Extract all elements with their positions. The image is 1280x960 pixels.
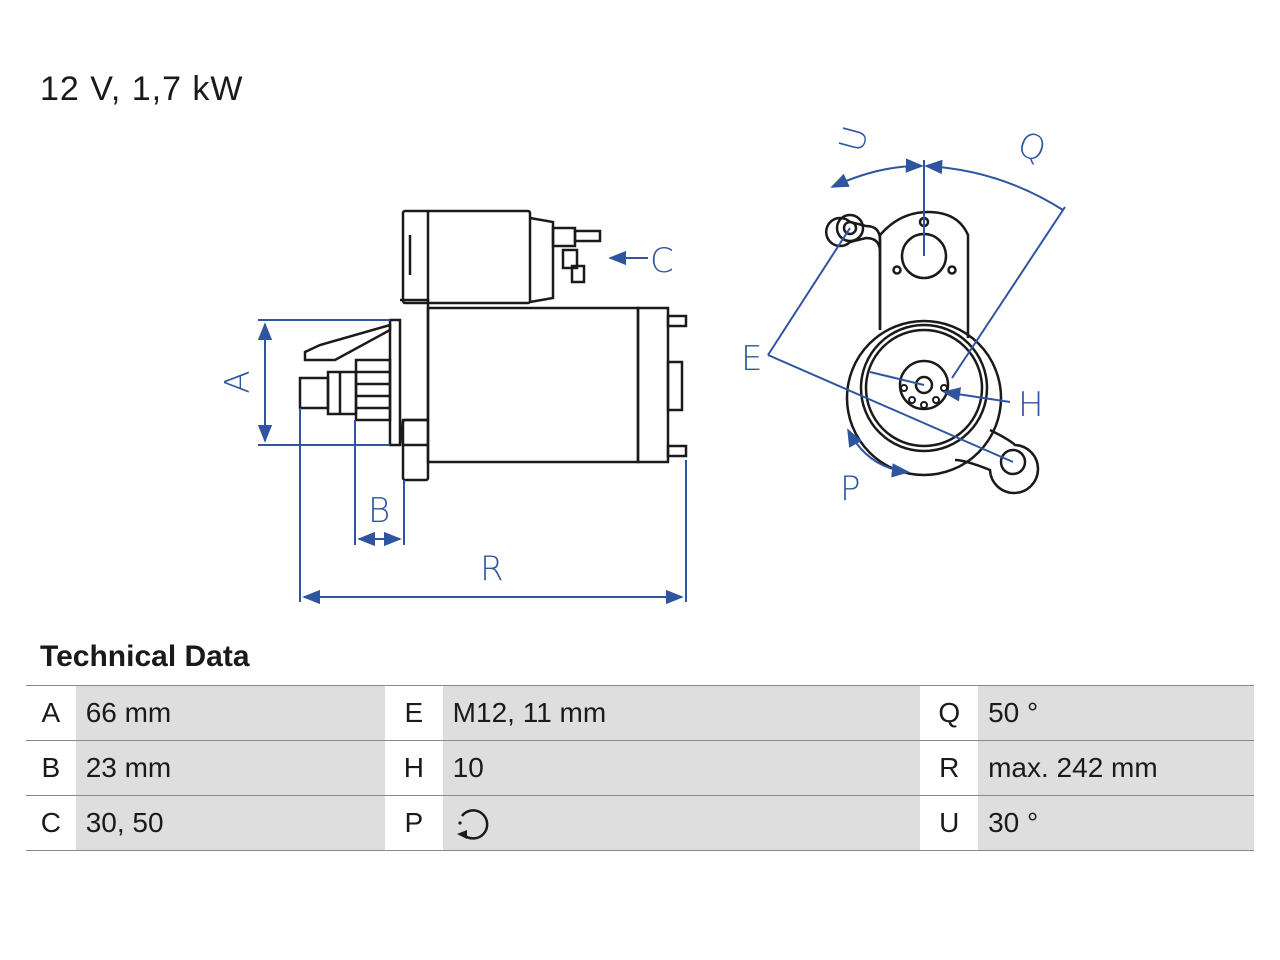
table-value: 50 °	[978, 685, 1254, 741]
table-key: E	[385, 685, 443, 741]
table-key: Q	[920, 685, 979, 741]
table-row: B 23 mm H 10 R max. 242 mm	[26, 740, 1254, 796]
table-row: C 30, 50 P U 30 °	[26, 795, 1254, 851]
section-title: Technical Data	[40, 640, 250, 673]
table-value: 10	[442, 740, 921, 796]
label-r: R	[480, 549, 504, 589]
front-view-dimensions	[767, 158, 1066, 478]
table-key: H	[385, 740, 443, 796]
side-view-dimensions	[257, 250, 687, 605]
label-u: U	[832, 122, 877, 156]
starter-side-view	[298, 209, 688, 482]
table-key: C	[26, 795, 76, 851]
label-c: C	[650, 241, 674, 281]
label-h: H	[1018, 385, 1044, 425]
table-key: P	[385, 795, 443, 851]
label-e: E	[741, 339, 762, 379]
label-a: A	[218, 370, 258, 393]
table-row: A 66 mm E M12, 11 mm Q 50 °	[26, 685, 1254, 741]
label-b: B	[368, 491, 390, 531]
table-value: 23 mm	[75, 740, 386, 796]
table-value: 30 °	[978, 795, 1254, 851]
table-key: U	[920, 795, 979, 851]
table-key: A	[26, 685, 76, 741]
table-value-rotation	[442, 795, 921, 851]
table-value: M12, 11 mm	[442, 685, 921, 741]
rotation-direction-icon	[456, 809, 489, 840]
starter-diagram: A B C R U Q E H P	[218, 122, 1066, 605]
label-q: Q	[1012, 124, 1051, 171]
table-key: R	[920, 740, 979, 796]
label-p: P	[840, 469, 861, 509]
headline: 12 V, 1,7 kW	[40, 70, 244, 108]
table-value: max. 242 mm	[978, 740, 1254, 796]
technical-data-table: A 66 mm E M12, 11 mm Q 50 ° B 23 mm H 10…	[26, 685, 1254, 851]
starter-front-view	[824, 210, 1040, 495]
table-key: B	[26, 740, 76, 796]
table-value: 66 mm	[75, 685, 386, 741]
table-value: 30, 50	[75, 795, 386, 851]
